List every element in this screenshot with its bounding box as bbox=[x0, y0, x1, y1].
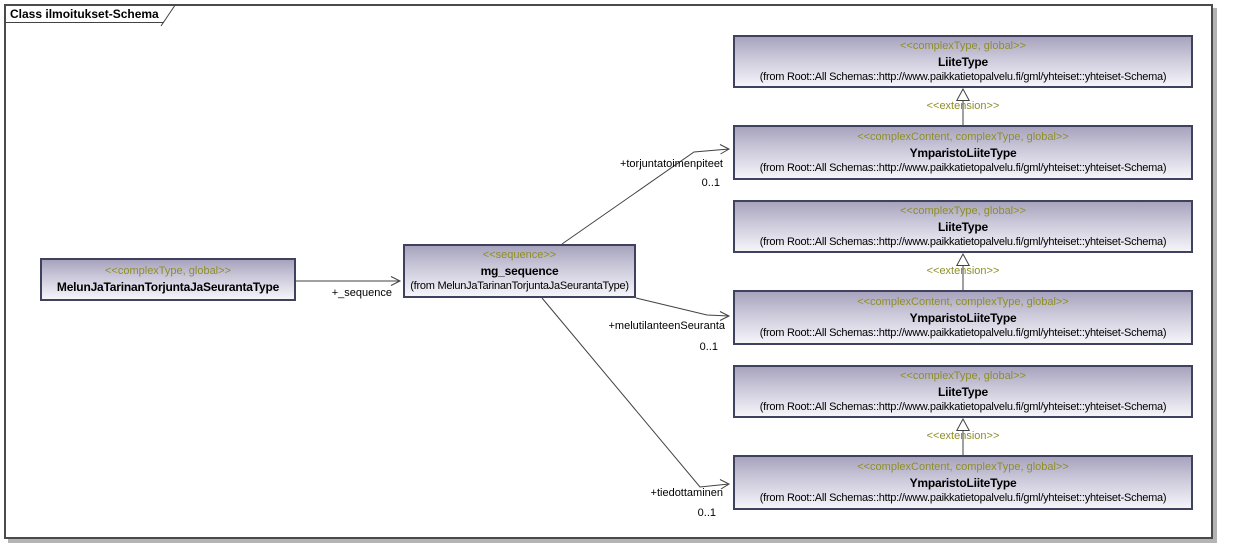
node-from: (from MelunJaTarinanTorjuntaJaSeurantaTy… bbox=[410, 280, 629, 292]
edge-multiplicity-melutilanteenseuranta: 0..1 bbox=[699, 341, 718, 353]
node-from: (from Root::All Schemas::http://www.paik… bbox=[759, 400, 1167, 413]
diagram-tab-outline bbox=[5, 4, 176, 27]
edge-label-sequence: +_sequence bbox=[331, 287, 392, 299]
stereotype-label: <<complexContent, complexType, global>> bbox=[857, 460, 1069, 473]
stereotype-label: <<complexContent, complexType, global>> bbox=[857, 295, 1069, 308]
node-name: MelunJaTarinanTorjuntaJaSeurantaType bbox=[56, 280, 280, 294]
node-from: (from Root::All Schemas::http://www.paik… bbox=[759, 235, 1167, 248]
stereotype-label: <<complexContent, complexType, global>> bbox=[857, 130, 1069, 143]
extension-label-2: <<extension>> bbox=[926, 265, 1000, 277]
node-name: YmparistoLiiteType bbox=[909, 475, 1017, 490]
stereotype-label: <<complexType, global>> bbox=[900, 369, 1026, 382]
node-liitetype-2[interactable]: <<complexType, global>> LiiteType (from … bbox=[733, 200, 1193, 253]
edge-label-torjuntatoimenpiteet: +torjuntatoimenpiteet bbox=[619, 158, 723, 170]
node-ymparistoliitetype-3[interactable]: <<complexContent, complexType, global>> … bbox=[733, 455, 1193, 510]
node-from: (from Root::All Schemas::http://www.paik… bbox=[759, 326, 1167, 339]
edge-label-tiedottaminen: +tiedottaminen bbox=[650, 487, 723, 499]
extension-label-3: <<extension>> bbox=[926, 430, 1000, 442]
stereotype-label: <<complexType, global>> bbox=[900, 39, 1026, 52]
node-ymparistoliitetype-1[interactable]: <<complexContent, complexType, global>> … bbox=[733, 125, 1193, 180]
edge-label-melutilanteenseuranta: +melutilanteenSeuranta bbox=[608, 320, 726, 332]
node-name: LiiteType bbox=[938, 219, 988, 234]
node-name: mg_sequence bbox=[480, 264, 559, 278]
generalization-extension-2[interactable] bbox=[955, 252, 971, 290]
stereotype-label: <<sequence>> bbox=[482, 249, 557, 261]
node-name: LiiteType bbox=[938, 384, 988, 399]
node-from: (from Root::All Schemas::http://www.paik… bbox=[759, 70, 1167, 83]
generalization-extension-1[interactable] bbox=[955, 87, 971, 125]
stereotype-label: <<complexType, global>> bbox=[900, 204, 1026, 217]
node-name: YmparistoLiiteType bbox=[909, 310, 1017, 325]
association-sequence[interactable] bbox=[296, 276, 402, 286]
stereotype-label: <<complexType, global>> bbox=[105, 265, 231, 277]
extension-label-1: <<extension>> bbox=[926, 100, 1000, 112]
node-ymparistoliitetype-2[interactable]: <<complexContent, complexType, global>> … bbox=[733, 290, 1193, 345]
node-melunjatarinantorjuntajaseurantatype[interactable]: <<complexType, global>> MelunJaTarinanTo… bbox=[40, 258, 296, 301]
diagram-tab-title: Class ilmoitukset-Schema bbox=[10, 7, 159, 21]
node-name: YmparistoLiiteType bbox=[909, 145, 1017, 160]
association-melutilanteenseuranta[interactable] bbox=[635, 297, 731, 321]
edge-multiplicity-tiedottaminen: 0..1 bbox=[697, 507, 716, 519]
node-name: LiiteType bbox=[938, 54, 988, 69]
generalization-extension-3[interactable] bbox=[955, 417, 971, 455]
association-torjuntatoimenpiteet[interactable] bbox=[561, 144, 731, 245]
node-liitetype-3[interactable]: <<complexType, global>> LiiteType (from … bbox=[733, 365, 1193, 418]
association-tiedottaminen[interactable] bbox=[541, 297, 731, 490]
edge-multiplicity-torjuntatoimenpiteet: 0..1 bbox=[701, 177, 720, 189]
node-mg-sequence[interactable]: <<sequence>> mg_sequence (from MelunJaTa… bbox=[403, 244, 636, 298]
node-from: (from Root::All Schemas::http://www.paik… bbox=[759, 161, 1167, 174]
node-from: (from Root::All Schemas::http://www.paik… bbox=[759, 491, 1167, 504]
node-liitetype-1[interactable]: <<complexType, global>> LiiteType (from … bbox=[733, 35, 1193, 88]
